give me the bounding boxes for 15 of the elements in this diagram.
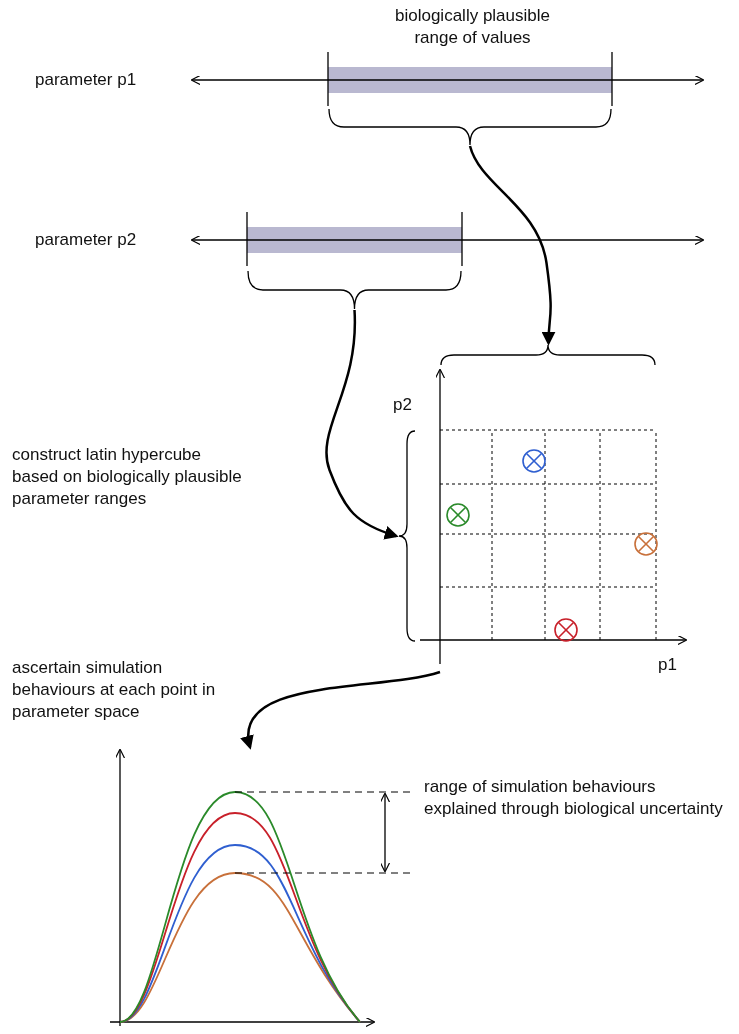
curved-arrow (468, 145, 556, 346)
step-description: ascertain simulation behaviours at each point in parameter space (12, 657, 217, 723)
step-description: construct latin hypercube based on biologically plausible parameter ranges (12, 444, 243, 510)
range-caption: biologically plausible range of values (394, 5, 551, 49)
parameter-name: parameter p2 (35, 229, 138, 251)
axis-label: p1 (658, 654, 678, 676)
curly-brace (247, 270, 462, 310)
curly-brace (328, 108, 612, 146)
curly-brace (398, 430, 416, 642)
curved-arrow (325, 310, 399, 540)
parameter-name: parameter p1 (35, 69, 138, 91)
range-description: range of simulation behaviours explained through biological uncertainty (424, 776, 724, 820)
curly-brace (440, 344, 656, 366)
axis-label: p2 (393, 394, 413, 416)
curved-arrow (241, 670, 441, 750)
